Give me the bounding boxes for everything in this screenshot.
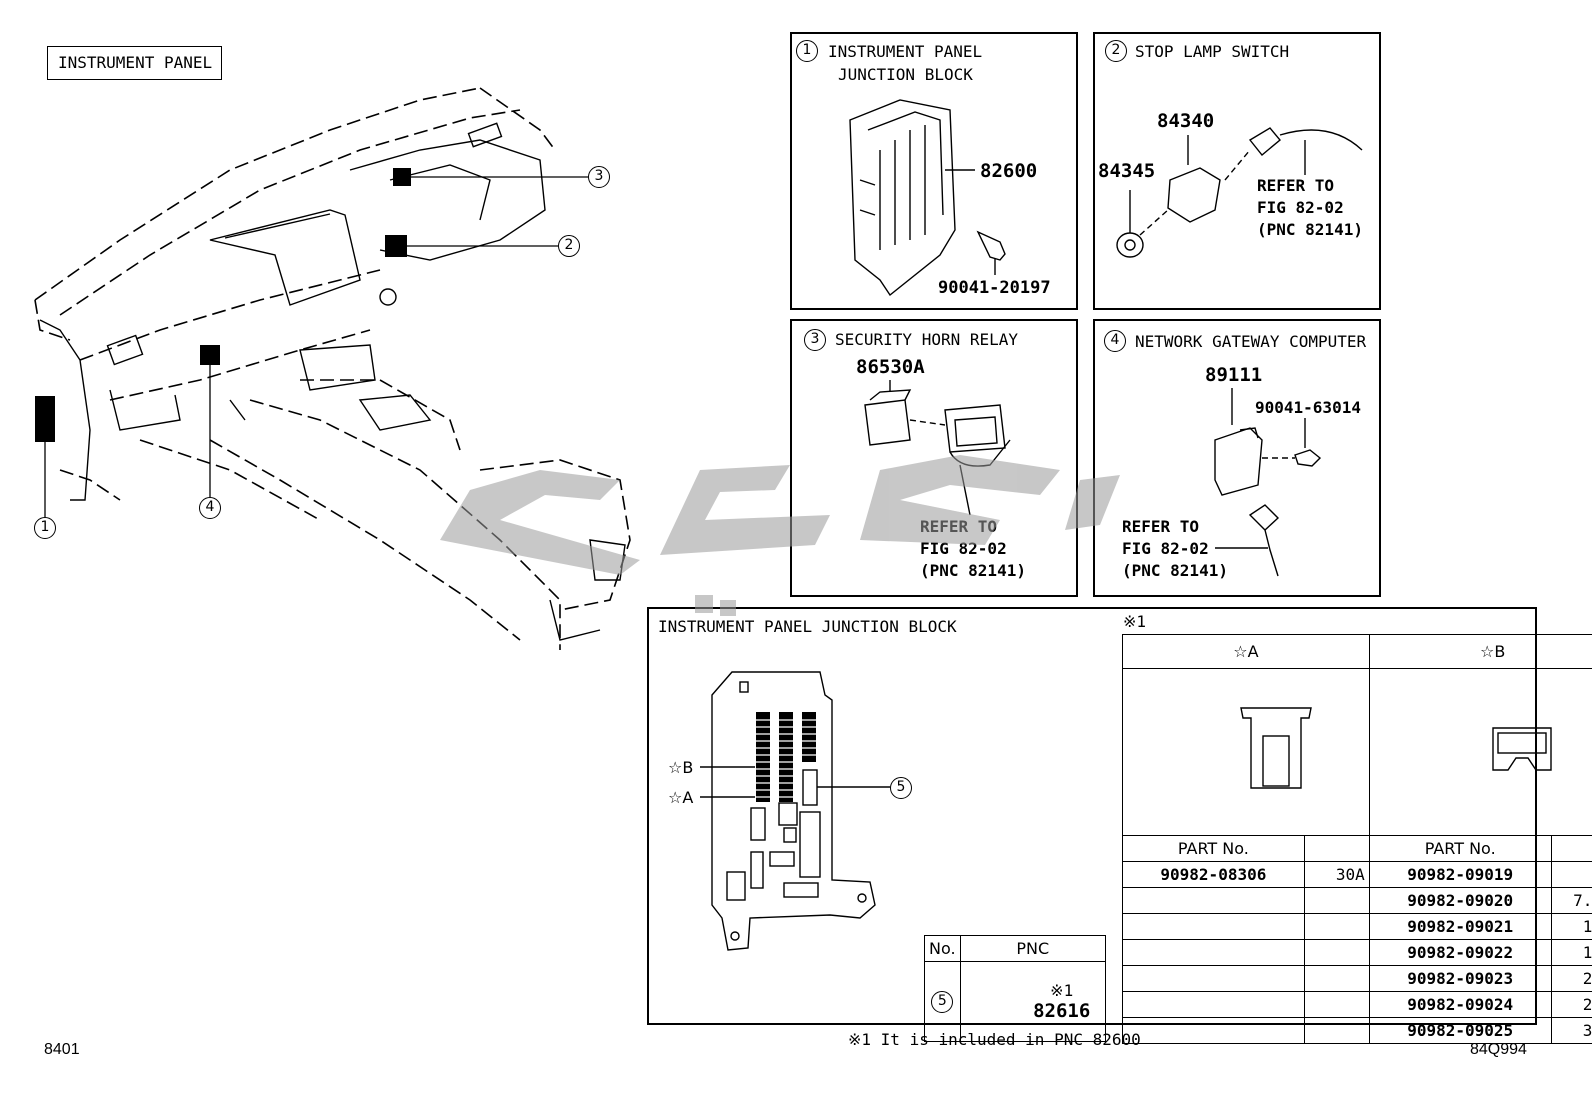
fuse-b-part: 90982-09021	[1368, 913, 1552, 940]
fuse-header-a: ☆A	[1122, 634, 1370, 669]
panel-2-refer-3: (PNC 82141)	[1257, 220, 1363, 239]
fuse-b-part: 90982-09023	[1368, 965, 1552, 992]
fuse-b-amp: 15A	[1550, 939, 1592, 966]
pnc-row-number: 5	[931, 991, 954, 1013]
star-b-label: ☆B	[668, 758, 694, 777]
junction-block-title: INSTRUMENT PANEL JUNCTION BLOCK	[658, 617, 957, 636]
fuse-row: 90982-09021 10A	[1122, 913, 1592, 940]
panel-2-number: 2	[1105, 40, 1127, 62]
footnote: ※1 It is included in PNC 82600	[848, 1030, 1141, 1049]
part-86530A: 86530A	[856, 356, 925, 378]
callout-1: 1	[34, 517, 56, 539]
fuse-b-amp: 10A	[1550, 913, 1592, 940]
part-84340: 84340	[1157, 110, 1215, 132]
part-90041-20197: 90041-20197	[938, 278, 1051, 298]
panel-4-network-gateway	[1093, 319, 1381, 597]
fuse-b-amp: 20A	[1550, 965, 1592, 992]
panel-3-refer-1: REFER TO	[920, 517, 998, 536]
part-90041-63014: 90041-63014	[1255, 398, 1361, 417]
page-code-left: 8401	[44, 1041, 80, 1058]
panel-4-refer-1: REFER TO	[1122, 517, 1200, 536]
callout-2: 2	[558, 235, 580, 257]
fuse-b-part: 90982-09022	[1368, 939, 1552, 966]
pnc-col-no: No.	[924, 935, 961, 962]
panel-3-title: SECURITY HORN RELAY	[835, 330, 1019, 349]
page-code-right: 84Q994	[1470, 1041, 1527, 1058]
fuse-a-partno-label: PART No.	[1122, 835, 1305, 862]
panel-4-refer-2: FIG 82-02	[1122, 539, 1209, 558]
part-82600: 82600	[980, 160, 1038, 182]
fuse-row: 90982-09025 30A	[1122, 1017, 1592, 1044]
panel-3-refer-3: (PNC 82141)	[920, 561, 1026, 580]
panel-2-refer-1: REFER TO	[1257, 176, 1335, 195]
callout-5: 5	[890, 777, 912, 799]
main-title: INSTRUMENT PANEL	[58, 53, 213, 72]
panel-4-title: NETWORK GATEWAY COMPUTER	[1135, 332, 1367, 351]
callout-4: 4	[199, 497, 221, 519]
callout-3: 3	[588, 166, 610, 188]
note-mark-1: ※1	[1123, 612, 1147, 631]
fuse-header-b: ☆B	[1368, 634, 1592, 669]
panel-1-title-line1: INSTRUMENT PANEL	[828, 42, 983, 61]
panel-4-refer-3: (PNC 82141)	[1122, 561, 1228, 580]
fuse-row: 90982-09022 15A	[1122, 939, 1592, 966]
fuse-row: 90982-08306 30A 90982-09019 5A	[1122, 861, 1592, 888]
fuse-image-a	[1122, 668, 1370, 836]
star-a-label: ☆A	[668, 788, 694, 807]
pnc-row-mark: ※1	[1050, 981, 1074, 1000]
panel-1-title-line2: JUNCTION BLOCK	[838, 65, 973, 84]
pnc-col-pnc: PNC	[959, 935, 1107, 962]
main-title-box	[47, 46, 222, 80]
fuse-b-amp: 25A	[1550, 991, 1592, 1018]
panel-3-number: 3	[804, 329, 826, 351]
instrument-panel-drawing	[34, 87, 631, 650]
fuse-b-part: 90982-09024	[1368, 991, 1552, 1018]
part-84345: 84345	[1098, 160, 1156, 182]
fuse-b-part: 90982-09019	[1368, 861, 1552, 888]
pnc-table: No. PNC 5 ※1 82616	[924, 935, 1107, 1042]
fuse-table: ☆A ☆B PART No. PART No. 9098	[1122, 634, 1592, 1044]
fuse-b-amp: 7.5A	[1550, 887, 1592, 914]
fuse-b-part: 90982-09025	[1368, 1017, 1552, 1044]
panel-4-number: 4	[1104, 330, 1126, 352]
panel-3-security-horn-relay	[790, 319, 1078, 597]
panel-2-stop-lamp-switch	[1093, 32, 1381, 310]
part-89111: 89111	[1205, 364, 1263, 386]
fuse-row: 90982-09024 25A	[1122, 991, 1592, 1018]
panel-1-junction-block	[790, 32, 1078, 310]
pnc-row-value: 82616	[1033, 1000, 1091, 1022]
fuse-row: 90982-09023 20A	[1122, 965, 1592, 992]
fuse-b-amp: 30A	[1550, 1017, 1592, 1044]
fuse-image-b	[1368, 668, 1592, 836]
panel-1-number: 1	[796, 40, 818, 62]
fuse-a-part: 90982-08306	[1122, 861, 1305, 888]
fuse-a-amp: 30A	[1303, 861, 1370, 888]
fuse-b-part: 90982-09020	[1368, 887, 1552, 914]
panel-2-refer-2: FIG 82-02	[1257, 198, 1344, 217]
fuse-b-partno-label: PART No.	[1368, 835, 1552, 862]
fuse-row: 90982-09020 7.5A	[1122, 887, 1592, 914]
fuse-b-amp: 5A	[1550, 861, 1592, 888]
panel-2-title: STOP LAMP SWITCH	[1135, 42, 1290, 61]
panel-3-refer-2: FIG 82-02	[920, 539, 1007, 558]
